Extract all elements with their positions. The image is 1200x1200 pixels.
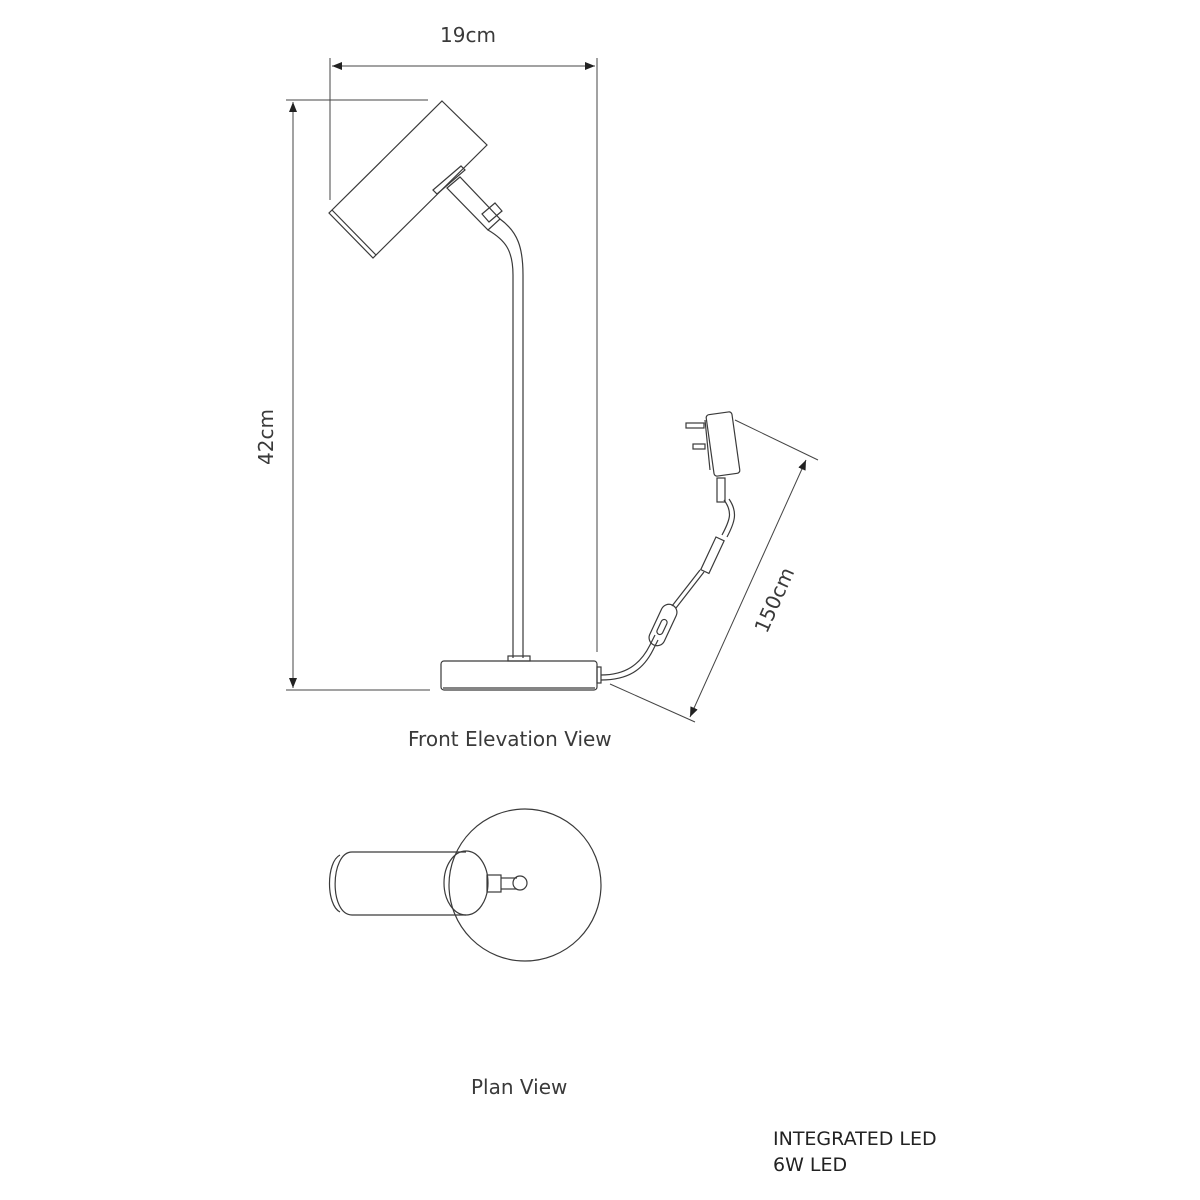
height-dimension (286, 99, 430, 691)
lamp-head (328, 100, 488, 259)
spec-led-type: INTEGRATED LED (773, 1128, 937, 1150)
head-cylinder (334, 851, 466, 916)
width-label: 19cm (440, 23, 496, 47)
height-label: 42cm (253, 409, 278, 465)
spec-block: INTEGRATED LED 6W LED (773, 1126, 937, 1178)
lamp-base (440, 660, 598, 691)
cable (600, 634, 656, 676)
width-dimension (329, 58, 598, 652)
front-view-title: Front Elevation View (408, 727, 612, 751)
spec-wattage: 6W LED (773, 1154, 848, 1176)
cable-connector (699, 536, 725, 575)
plan-view-title: Plan View (471, 1075, 568, 1099)
arm-joint (446, 176, 501, 231)
cable-length-dimension (609, 419, 819, 723)
lamp-plan-view (329, 808, 602, 962)
head-bracket (432, 165, 466, 195)
base-circle (448, 808, 602, 962)
power-adapter (705, 411, 741, 477)
stem (487, 229, 514, 658)
lamp-front-elevation (328, 100, 741, 691)
